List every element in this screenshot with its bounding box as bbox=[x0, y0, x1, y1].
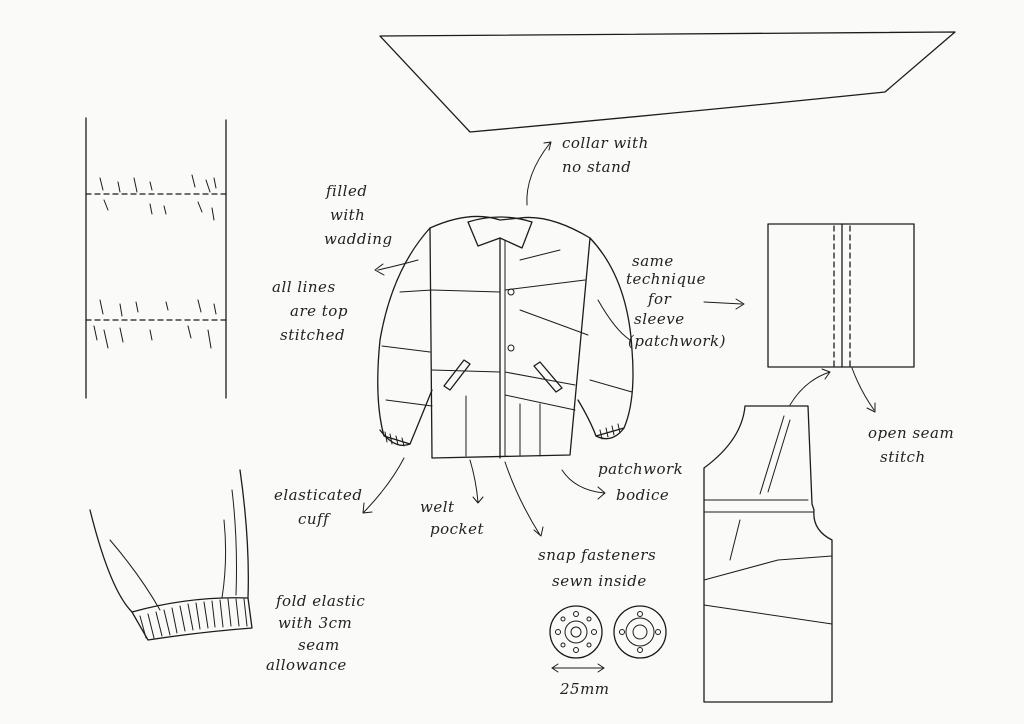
snap-fastener-right bbox=[613, 605, 667, 659]
svg-text:open seam: open seam bbox=[868, 424, 954, 442]
svg-text:pocket: pocket bbox=[430, 520, 485, 538]
snap-fastener-left bbox=[549, 605, 603, 659]
sleeve-flat-drawing bbox=[85, 117, 227, 399]
label-fold-elastic: fold elastic with 3cm seam allowance bbox=[266, 592, 365, 674]
open-seam-detail-drawing bbox=[767, 223, 915, 368]
svg-text:fold elastic: fold elastic bbox=[275, 592, 365, 610]
cuff-detail-drawing bbox=[89, 469, 253, 641]
label-open-seam-stitch: open seam stitch bbox=[868, 424, 954, 466]
svg-text:technique: technique bbox=[626, 270, 706, 288]
svg-text:same: same bbox=[632, 252, 674, 270]
svg-text:cuff: cuff bbox=[298, 510, 331, 528]
patchwork-bodice-flat-drawing bbox=[703, 405, 833, 703]
snap-size-dimension-arrow bbox=[551, 663, 605, 673]
svg-text:no stand: no stand bbox=[562, 158, 631, 176]
svg-text:with: with bbox=[330, 206, 365, 224]
svg-text:filled: filled bbox=[325, 182, 367, 200]
svg-text:stitch: stitch bbox=[880, 448, 926, 466]
svg-text:(patchwork): (patchwork) bbox=[628, 332, 726, 350]
svg-text:seam: seam bbox=[298, 636, 340, 654]
label-collar-with-no-stand: collar with no stand bbox=[562, 134, 649, 176]
collar-flat-drawing bbox=[379, 31, 956, 133]
svg-text:patchwork: patchwork bbox=[598, 460, 683, 478]
svg-text:collar with: collar with bbox=[562, 134, 649, 152]
svg-text:with 3cm: with 3cm bbox=[278, 614, 352, 632]
label-snap-fasteners-sewn-inside: snap fasteners sewn inside bbox=[538, 546, 656, 590]
svg-text:stitched: stitched bbox=[280, 326, 345, 344]
jacket-illustration bbox=[377, 215, 634, 459]
label-same-technique-for-sleeve: same technique for sleeve (patchwork) bbox=[626, 252, 726, 350]
svg-text:all lines: all lines bbox=[272, 278, 336, 296]
label-all-lines-top-stitched: all lines are top stitched bbox=[272, 278, 348, 344]
svg-text:snap fasteners: snap fasteners bbox=[538, 546, 656, 564]
svg-text:wadding: wadding bbox=[324, 230, 393, 248]
svg-text:sleeve: sleeve bbox=[634, 310, 685, 328]
label-patchwork-bodice: patchwork bodice bbox=[598, 460, 683, 504]
svg-text:are top: are top bbox=[290, 302, 348, 320]
svg-text:elasticated: elasticated bbox=[274, 486, 363, 504]
label-snap-size: 25mm bbox=[559, 680, 610, 698]
label-welt-pocket: welt pocket bbox=[420, 498, 485, 538]
svg-text:allowance: allowance bbox=[266, 656, 347, 674]
svg-text:for: for bbox=[647, 290, 672, 308]
leader-arrows bbox=[362, 141, 876, 537]
label-filled-with-wadding: filled with wadding bbox=[324, 182, 393, 248]
svg-text:welt: welt bbox=[420, 498, 455, 516]
label-elasticated-cuff: elasticated cuff bbox=[274, 486, 363, 528]
svg-text:sewn inside: sewn inside bbox=[552, 572, 647, 590]
svg-text:bodice: bodice bbox=[616, 486, 669, 504]
